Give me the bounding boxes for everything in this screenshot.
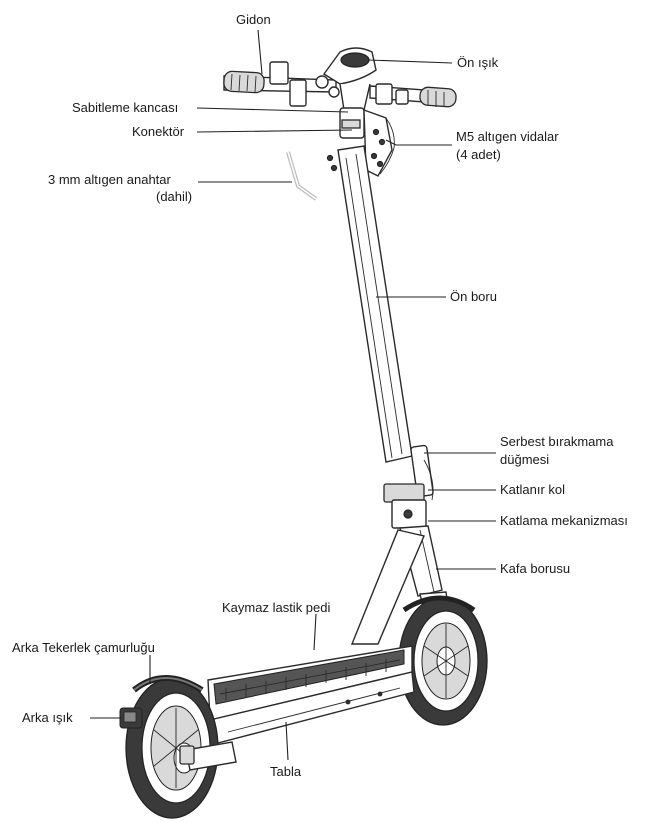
label-serbest-birakmama: Serbest bırakmama <box>500 434 614 449</box>
front-light-display-icon <box>322 47 377 111</box>
deck-icon <box>207 645 415 745</box>
folding-mechanism-icon <box>383 444 434 529</box>
rear-light-icon <box>119 707 143 729</box>
label-arka-isik: Arka ışık <box>22 710 73 725</box>
label-konektor: Konektör <box>132 124 185 139</box>
label-on-boru: Ön boru <box>450 289 497 304</box>
label-sabitleme-kancasi: Sabitleme kancası <box>72 100 178 115</box>
label-anahtar-dahil: (dahil) <box>156 189 192 204</box>
label-arka-camurlugu: Arka Tekerlek çamurluğu <box>12 640 155 655</box>
handlebar-icon <box>223 61 457 108</box>
neck-frame-icon <box>350 529 425 645</box>
leader-lines <box>90 29 496 761</box>
label-kafa-borusu: Kafa borusu <box>500 561 570 576</box>
label-tabla: Tabla <box>270 764 302 779</box>
label-gidon: Gidon <box>236 12 271 27</box>
label-m5-vidalar: M5 altıgen vidalar <box>456 129 559 144</box>
label-on-isik: Ön ışık <box>457 55 499 70</box>
front-tube-icon <box>337 145 413 463</box>
part-labels: Gidon Ön ışık Sabitleme kancası Konektör… <box>12 12 628 779</box>
front-wheel-icon <box>398 595 488 726</box>
rear-fender-icon <box>132 675 204 693</box>
label-katlama-mekanizmasi: Katlama mekanizması <box>500 513 628 528</box>
hex-key-icon <box>286 151 318 201</box>
label-katlanir-kol: Katlanır kol <box>500 482 565 497</box>
label-anahtar: 3 mm altıgen anahtar <box>48 172 172 187</box>
label-dugmesi: düğmesi <box>500 452 549 467</box>
scooter-illustration <box>119 47 488 819</box>
label-m5-adet: (4 adet) <box>456 147 501 162</box>
label-kaymaz-pedi: Kaymaz lastik pedi <box>222 600 330 615</box>
rear-wheel-icon <box>125 677 237 819</box>
